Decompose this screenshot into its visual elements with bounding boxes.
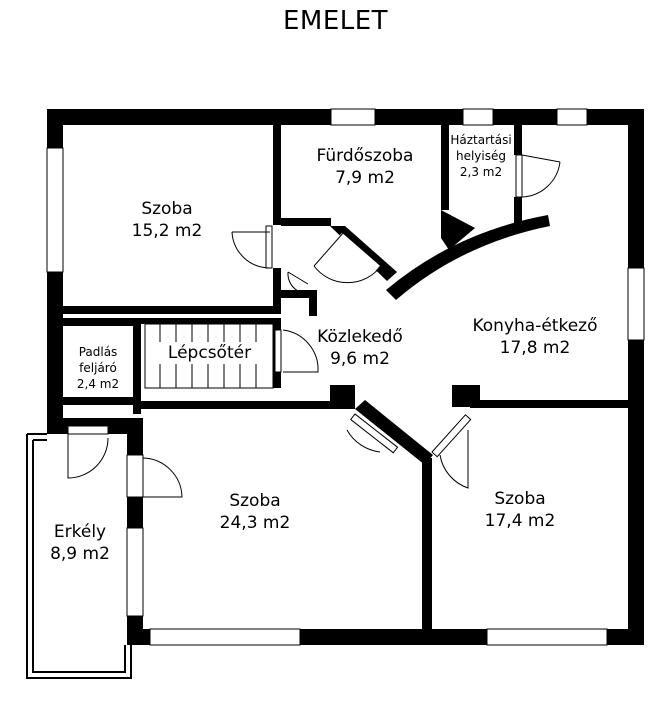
room-area: 7,9 m2 (335, 168, 395, 188)
room-name: Fürdőszoba (316, 146, 414, 166)
floor-title: EMELET (282, 6, 389, 36)
room-name: Erkély (53, 522, 107, 542)
room-area: 17,4 m2 (484, 511, 556, 531)
room-name: Szoba (229, 491, 281, 511)
room-name-line1: Háztartási (450, 133, 512, 147)
room-label-szoba-center: Szoba 24,3 m2 (195, 490, 315, 534)
room-area: 17,8 m2 (499, 338, 571, 358)
room-label-lepcsoter: Lépcsőtér (152, 342, 267, 364)
room-area: 2,4 m2 (76, 377, 120, 391)
room-area: 24,3 m2 (219, 513, 291, 533)
room-label-erkely: Erkély 8,9 m2 (35, 521, 125, 565)
room-label-haztartasi: Háztartási helyiség 2,3 m2 (445, 132, 517, 180)
room-label-szoba-se: Szoba 17,4 m2 (460, 488, 580, 532)
room-name-line1: Padlás (78, 345, 118, 359)
room-name-line2: feljáró (79, 361, 117, 375)
room-label-kozlekedo: Közlekedő 9,6 m2 (300, 326, 420, 370)
room-name: Szoba (494, 489, 546, 509)
room-label-szoba-nw: Szoba 15,2 m2 (107, 198, 227, 242)
room-name: Közlekedő (317, 327, 403, 347)
room-label-furdoszoba: Fürdőszoba 7,9 m2 (300, 145, 430, 189)
interior-walls (63, 125, 628, 629)
room-name: Lépcsőtér (167, 343, 252, 363)
room-area: 9,6 m2 (330, 349, 390, 369)
room-label-konyha: Konyha-étkező 17,8 m2 (455, 315, 615, 359)
room-area: 2,3 m2 (459, 165, 503, 179)
room-name: Szoba (141, 199, 193, 219)
room-name-line2: helyiség (455, 149, 506, 163)
room-area: 15,2 m2 (131, 221, 203, 241)
balcony-outline (26, 433, 132, 679)
room-label-padlas: Padlás feljáró 2,4 m2 (64, 344, 132, 392)
doors (67, 154, 561, 498)
room-area: 8,9 m2 (50, 544, 110, 564)
room-name: Konyha-étkező (472, 316, 598, 336)
